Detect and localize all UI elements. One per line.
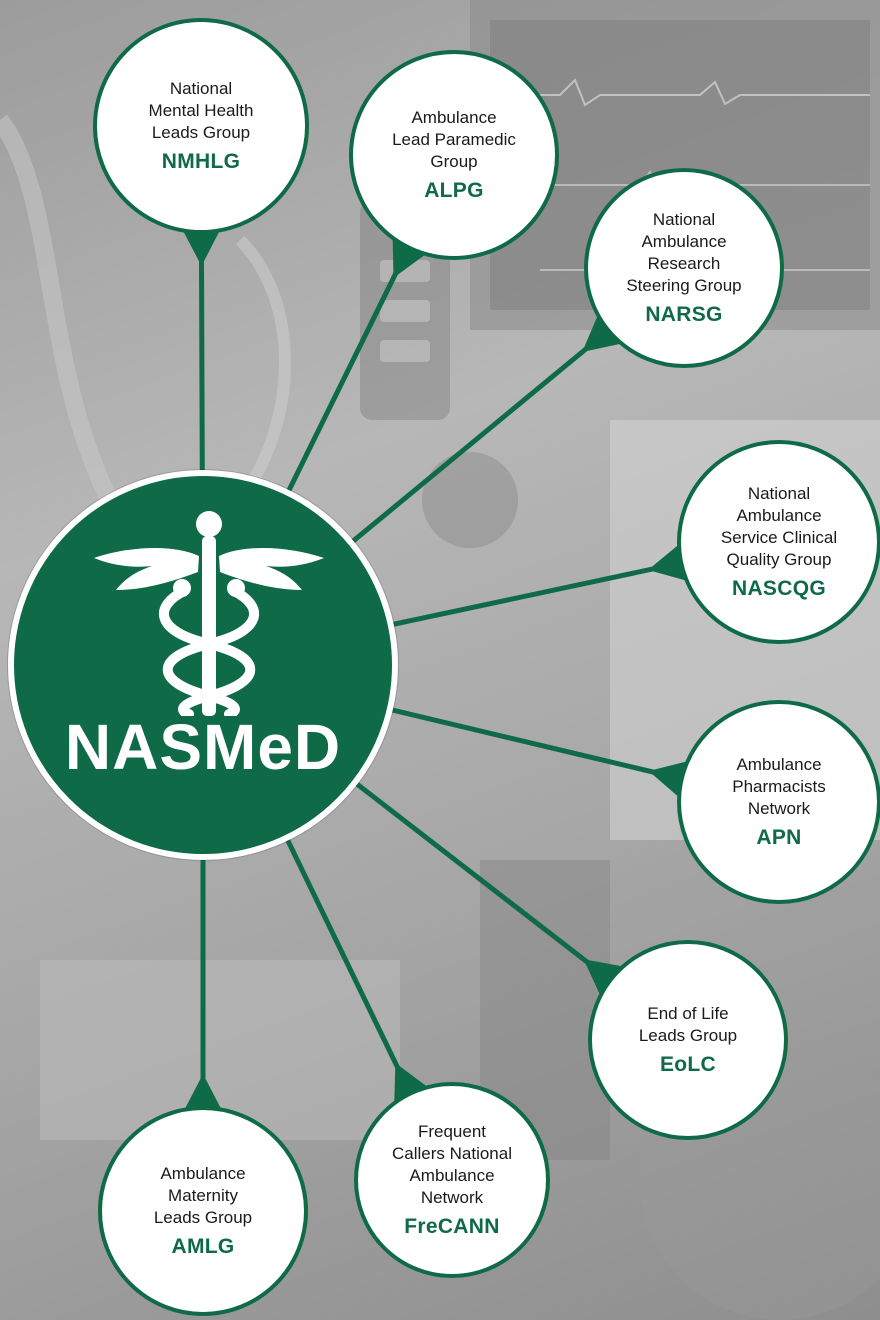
group-name-line: Ambulance [409, 1166, 495, 1185]
group-abbreviation: EoLC [659, 1053, 717, 1076]
group-name-line: Group [430, 152, 478, 171]
hub-circle: NASMeD [8, 470, 398, 860]
group-name-line: Lead Paramedic [392, 130, 516, 149]
group-node-alpg: Ambulance Lead Paramedic Group ALPG [349, 50, 559, 260]
group-node-amlg: Ambulance Maternity Leads Group AMLG [98, 1106, 308, 1316]
connector-pointer-apn [648, 757, 704, 808]
group-name-line: Network [747, 799, 811, 818]
group-abbreviation: FreCANN [404, 1215, 500, 1238]
group-name-line: Ambulance [736, 755, 822, 774]
group-name-line: End of Life [647, 1004, 729, 1023]
group-name-line: Leads Group [638, 1026, 738, 1045]
group-name-line: Steering Group [626, 276, 742, 295]
group-abbreviation: AMLG [171, 1235, 235, 1258]
group-node-nmhlg: National Mental Health Leads Group NMHLG [93, 18, 309, 234]
group-name-line: National [747, 484, 811, 503]
group-name-line: Research [647, 254, 721, 273]
group-abbreviation: ALPG [424, 179, 484, 202]
connector-pointer-nascqg [647, 534, 703, 585]
group-name-line: Ambulance [641, 232, 727, 251]
group-name-line: Mental Health [148, 101, 254, 120]
group-name-line: Quality Group [726, 550, 832, 569]
group-name-line: Frequent [417, 1122, 487, 1141]
group-name-line: National [169, 79, 233, 98]
group-name-line: National [652, 210, 716, 229]
group-node-eolc: End of Life Leads Group EoLC [588, 940, 788, 1140]
group-name-line: Leads Group [151, 123, 251, 142]
group-abbreviation: NARSG [645, 303, 723, 326]
group-node-narsg: National Ambulance Research Steering Gro… [584, 168, 784, 368]
group-abbreviation: NMHLG [161, 150, 241, 173]
group-name-line: Service Clinical [720, 528, 838, 547]
group-node-apn: Ambulance Pharmacists Network APN [677, 700, 880, 904]
group-name-line: Network [420, 1188, 484, 1207]
group-name-line: Ambulance [411, 108, 497, 127]
group-name-line: Leads Group [153, 1208, 253, 1227]
group-abbreviation: APN [756, 826, 802, 849]
group-abbreviation: NASCQG [732, 577, 826, 600]
group-node-nascqg: National Ambulance Service Clinical Qual… [677, 440, 880, 644]
group-node-frecann: Frequent Callers National Ambulance Netw… [354, 1082, 550, 1278]
group-name-line: Maternity [168, 1186, 238, 1205]
group-name-line: Ambulance [160, 1164, 246, 1183]
group-name-line: Pharmacists [732, 777, 826, 796]
hub-title: NASMeD [64, 711, 342, 783]
group-name-line: Callers National [392, 1144, 512, 1163]
caduceus-icon [94, 511, 324, 716]
group-name-line: Ambulance [736, 506, 822, 525]
